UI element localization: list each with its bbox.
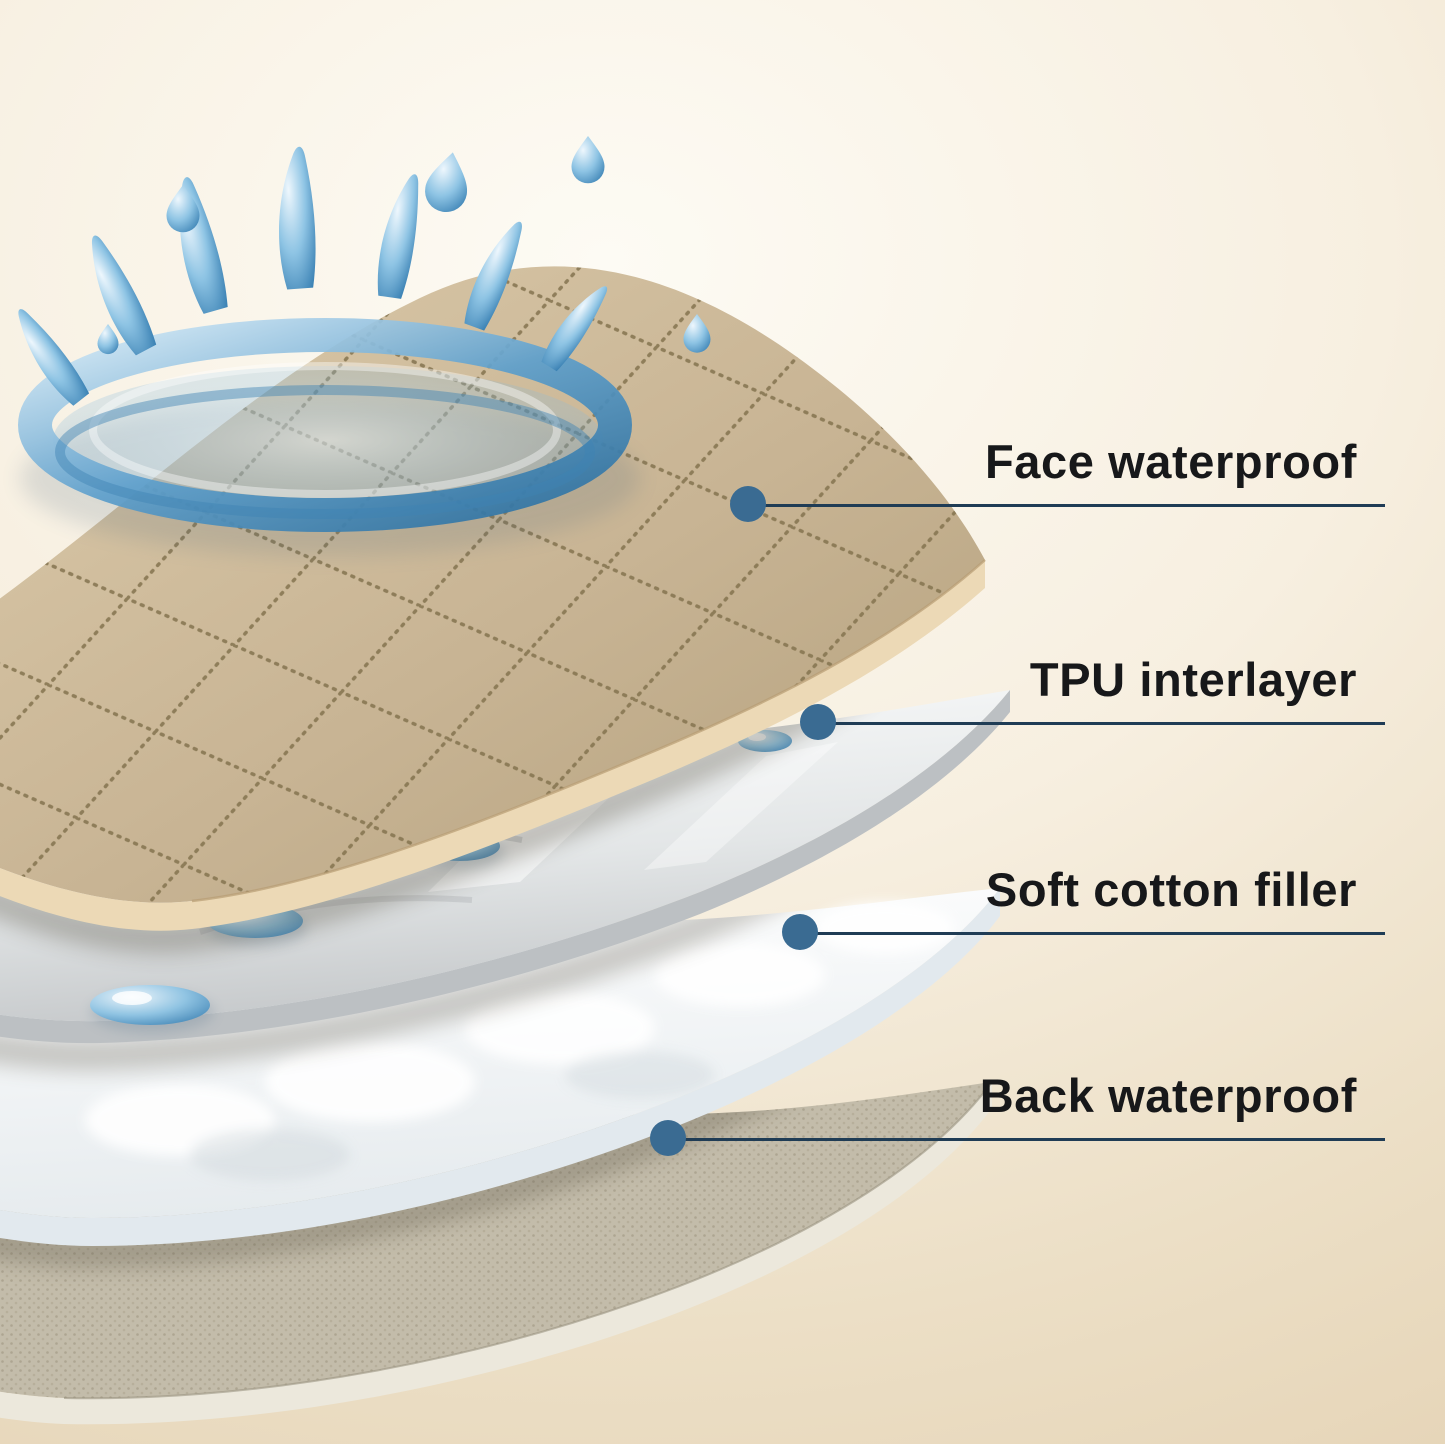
water-splash [3, 136, 711, 556]
callout-label-back-waterproof: Back waterproof [979, 1069, 1357, 1122]
callout-label-face-waterproof: Face waterproof [984, 435, 1357, 488]
callout-dot-soft-cotton-filler-icon [782, 914, 818, 950]
callout-label-soft-cotton-filler: Soft cotton filler [985, 863, 1357, 916]
callout-face-waterproof: Face waterproof [748, 414, 1385, 507]
callout-label-tpu-interlayer: TPU interlayer [1029, 653, 1357, 706]
callout-dot-tpu-interlayer-icon [800, 704, 836, 740]
callout-dot-back-waterproof-icon [650, 1120, 686, 1156]
callout-soft-cotton-filler: Soft cotton filler [800, 842, 1385, 935]
callout-tpu-interlayer: TPU interlayer [818, 632, 1385, 725]
callout-back-waterproof: Back waterproof [668, 1048, 1385, 1141]
callout-dot-face-waterproof-icon [730, 486, 766, 522]
